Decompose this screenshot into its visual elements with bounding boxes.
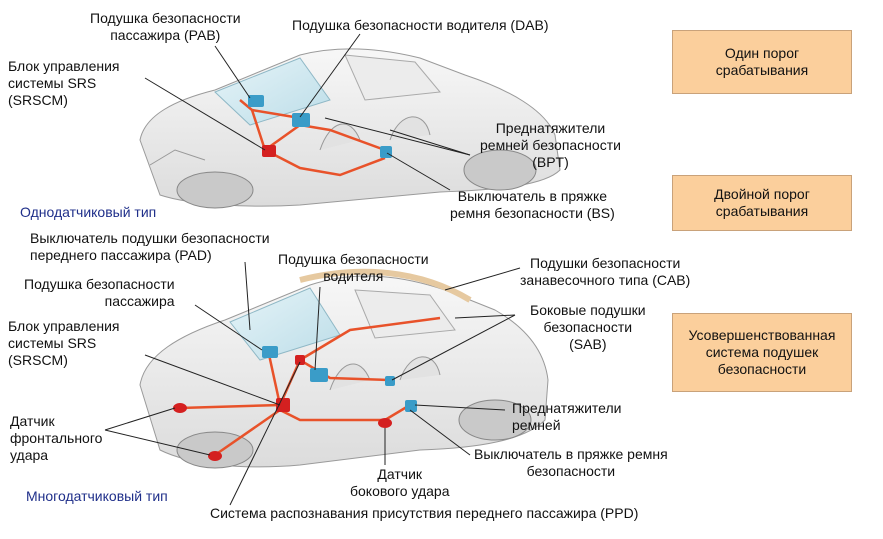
bottom-pointers [104, 261, 521, 506]
single-sensor-type-label: Однодатчиковый тип [20, 204, 157, 220]
bottom-srscm-unit [276, 398, 290, 412]
dual-threshold-box: Двойной порог срабатывания [672, 175, 852, 231]
bottom-sab-module [385, 376, 395, 386]
bottom-bs-switch [405, 400, 417, 412]
label-top-srscm: Блок управления системы SRS (SRSCM) [8, 58, 120, 108]
label-bottom-pad: Выключатель подушки безопасности передне… [30, 230, 270, 263]
advanced-system-box: Усовершенствованная система подушек безо… [672, 313, 852, 392]
label-bottom-dab: Подушка безопасности водителя [278, 251, 429, 284]
bottom-pab-module [262, 346, 278, 358]
label-bottom-bs: Выключатель в пряжке ремня безопасности [474, 446, 668, 479]
label-bottom-sab: Боковые подушки безопасности (SAB) [530, 302, 646, 352]
bottom-car [139, 275, 549, 469]
label-bottom-pab: Подушка безопасности пассажира [24, 276, 175, 309]
label-bottom-ppd: Система распознавания присутствия передн… [210, 505, 639, 521]
bottom-dab-module [310, 368, 328, 382]
top-pab-module [248, 95, 264, 107]
bottom-ppd-sensor [295, 355, 305, 365]
label-bottom-front-sensor: Датчик фронтального удара [10, 413, 103, 463]
label-top-bs: Выключатель в пряжке ремня безопасности … [450, 188, 615, 221]
top-srscm-unit [262, 145, 276, 157]
label-bottom-side-sensor: Датчик бокового удара [350, 466, 450, 499]
label-top-dab: Подушка безопасности водителя (DAB) [292, 17, 549, 33]
label-top-bpt: Преднатяжители ремней безопасности (BPT) [480, 120, 621, 170]
label-top-pab: Подушка безопасности пассажира (PAB) [90, 10, 241, 43]
top-car [139, 48, 561, 209]
label-bottom-cab: Подушки безопасности занавесочного типа … [520, 255, 691, 288]
front-sensor-left [173, 403, 187, 413]
label-bottom-srscm: Блок управления системы SRS (SRSCM) [8, 318, 120, 368]
curtain-airbag-rail [299, 268, 472, 303]
top-bs-switch [380, 146, 392, 158]
multi-sensor-type-label: Многодатчиковый тип [26, 488, 168, 504]
front-sensor-right [208, 451, 222, 461]
single-threshold-box: Один порог срабатывания [672, 30, 852, 94]
top-dab-module [292, 113, 310, 127]
side-sensor [378, 418, 392, 428]
label-bottom-pretensioners: Преднатяжители ремней [512, 400, 622, 433]
top-pointers [144, 33, 471, 191]
